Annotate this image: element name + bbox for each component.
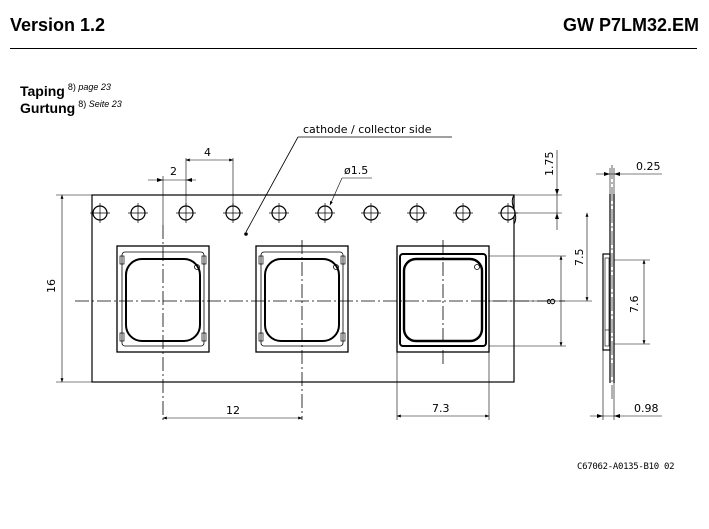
dim-cover-thickness: 0.98 (634, 402, 659, 415)
cathode-marker-dot (244, 232, 248, 236)
drawing-code: C67062-A0135-B10 02 (577, 462, 675, 472)
tape-outline (91, 194, 515, 383)
dim-pocket-pitch: 12 (226, 404, 240, 417)
diameter-leader (329, 177, 343, 206)
sprocket-crosshairs (90, 203, 518, 223)
cover-arrow-left (597, 414, 603, 418)
thickness-arrow-right (614, 172, 620, 176)
cathode-side-label: cathode / collector side (303, 123, 432, 136)
section-ref-de: 8) Seite 23 (78, 99, 122, 109)
pocket-center-lines (162, 225, 444, 420)
section-title-de-text: Gurtung (20, 100, 76, 116)
edge-arrow-top (555, 189, 559, 195)
dim-tape-width: 16 (45, 279, 58, 293)
section-ref-en-num: 8) (67, 82, 76, 92)
dim-pocket-depth: 7.6 (628, 296, 641, 314)
version-label: Version 1.2 (10, 15, 106, 35)
dim-hole-offset: 2 (170, 165, 177, 178)
section-ref-en-text: page 23 (78, 82, 111, 92)
dim-tape-thickness: 0.25 (636, 160, 661, 173)
cathode-leader (245, 136, 299, 233)
dim-hole-pitch: 4 (204, 146, 211, 159)
sprocket-holes (92, 205, 516, 221)
offset-arrow-right (186, 178, 192, 182)
edge-arrow-bottom (555, 213, 559, 219)
section-ref-en: 8) page 23 (68, 82, 111, 92)
tape-side-view (602, 194, 615, 383)
cover-arrow-right (614, 414, 620, 418)
part-number: GW P7LM32.EM (562, 15, 699, 35)
dim-edge-to-hole: 1.75 (543, 152, 556, 177)
section-title-en-text: Taping (20, 83, 65, 99)
header-rule (10, 48, 697, 49)
dim-hole-to-center: 7.5 (573, 249, 586, 267)
section-ref-de-text: Seite 23 (88, 99, 122, 109)
offset-arrow-left (157, 178, 163, 182)
thickness-arrow-left (604, 172, 610, 176)
section-ref-de-num: 8) (78, 99, 87, 109)
dim-pocket-width: 7.3 (432, 402, 450, 415)
dim-hole-diameter: ø1.5 (344, 164, 368, 177)
dim-pocket-length: 8 (545, 298, 558, 305)
